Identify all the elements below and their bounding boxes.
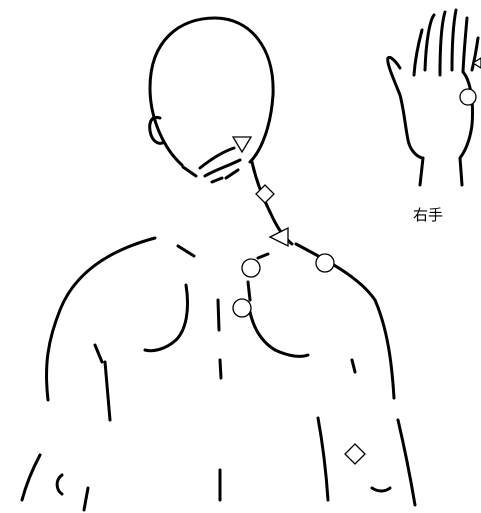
back-figure (22, 18, 415, 510)
neck-stroke-5 (226, 170, 238, 178)
left-trapezius-line (178, 246, 194, 256)
neck-stroke-1 (183, 167, 196, 176)
right-arm-line-3 (352, 360, 355, 372)
wrist-line-right (460, 158, 462, 185)
right-shoulder-outline (296, 244, 394, 398)
left-shoulder-outline (47, 238, 156, 400)
spine-line-lower (220, 360, 221, 378)
circle-marker (242, 259, 260, 277)
right-scapula (250, 312, 308, 356)
left-scapula (145, 285, 188, 351)
head-outline (150, 18, 273, 165)
left-elbow-line (57, 475, 62, 494)
hand-outline (388, 10, 473, 158)
circle-marker (460, 89, 476, 105)
left-clavicle-stroke (258, 254, 268, 258)
spine-line (218, 300, 219, 330)
left-arm-line-3 (95, 345, 102, 362)
right-elbow-line (372, 488, 390, 491)
right-arm-line-2 (318, 418, 328, 500)
wrist-line-left (420, 158, 423, 185)
mid-clavicle-stroke (248, 282, 250, 300)
left-arm-line-2 (105, 362, 110, 420)
circle-marker (233, 299, 251, 317)
right-arm-line-1 (398, 420, 415, 505)
left-arm-line-1 (22, 455, 40, 500)
neck-stroke-4 (212, 178, 222, 182)
triangle-down-marker (233, 137, 251, 152)
hand-finger-left (414, 30, 422, 75)
hand-label: 右手 (413, 207, 443, 224)
left-forearm-line (84, 488, 88, 510)
right-hand-figure: 右手 (388, 10, 478, 224)
circle-marker (316, 254, 334, 272)
diamond-marker (345, 444, 365, 464)
